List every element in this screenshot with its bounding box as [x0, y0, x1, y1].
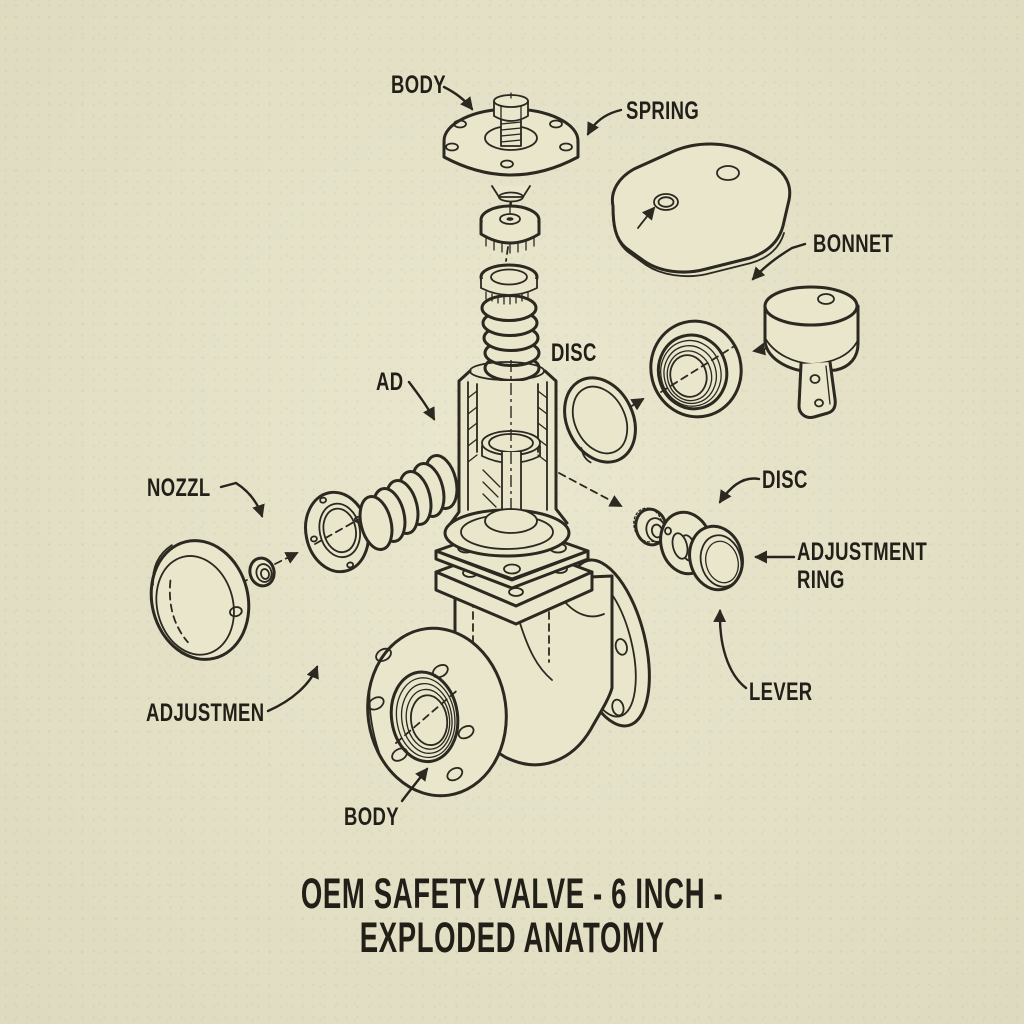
- nozzle-nut: [248, 556, 276, 588]
- label-nozzle: NOZZL: [147, 474, 211, 502]
- cap-assembly: [442, 92, 580, 203]
- main-spring: [480, 294, 541, 382]
- title-line1: OEM SAFETY VALVE - 6 INCH -: [300, 870, 724, 918]
- label-leaders: [219, 85, 807, 803]
- ad-arrow: [407, 380, 436, 421]
- lever-cup: [688, 524, 744, 592]
- label-adjustment-ring: ADJUSTMENT RING: [797, 538, 927, 594]
- lever-arrow: [713, 609, 748, 690]
- bonnet-cap: [763, 285, 860, 419]
- valve-body: [366, 558, 651, 798]
- label-spring: SPRING: [626, 97, 700, 125]
- label-body-bottom: BODY: [344, 803, 399, 831]
- label-adjustment-ring-line2: RING: [797, 566, 845, 594]
- label-body-top: BODY: [391, 71, 446, 99]
- disc-right-arrow: [718, 477, 761, 504]
- bonnet-ring-axis: [660, 346, 734, 393]
- adjustment-left-arrow: [266, 665, 319, 713]
- body-bottom-arrow: [400, 767, 429, 803]
- spring-retainer: [479, 263, 539, 305]
- nozzle-leader-dash: [219, 481, 238, 489]
- inlet-flange: [366, 626, 508, 798]
- inlet-spring: [358, 454, 459, 551]
- label-adjustment-ring-line1: ADJUSTMENT: [797, 538, 928, 566]
- hand-wheel: [479, 202, 541, 254]
- title-line2: EXPLODED ANATOMY: [359, 914, 665, 962]
- label-adjustment-left: ADJUSTMEN: [146, 699, 265, 727]
- seat-flange-ring: [304, 490, 370, 574]
- bonnet-gasket-plate: [610, 142, 792, 278]
- inlet-cap: [149, 539, 251, 661]
- bonnet-ring-nut: [649, 319, 743, 419]
- spring-arrow: [586, 108, 623, 136]
- disc-gasket-ring: [563, 376, 637, 464]
- nozzle-arrow: [234, 481, 265, 518]
- bonnet-leader-dash: [790, 242, 807, 250]
- spindle-housing: [443, 360, 571, 558]
- label-lever: LEVER: [749, 678, 813, 706]
- gasket-hole-arrow: [637, 206, 656, 229]
- label-disc-right: DISC: [762, 466, 808, 494]
- label-ad: AD: [376, 368, 404, 396]
- label-bonnet: BONNET: [813, 230, 894, 258]
- body-top-arrow: [442, 85, 474, 111]
- bonnet-arrow: [751, 246, 794, 281]
- diagram-title: OEM SAFETY VALVE - 6 INCH - EXPLODED ANA…: [0, 872, 1024, 960]
- label-disc-center: DISC: [551, 339, 597, 367]
